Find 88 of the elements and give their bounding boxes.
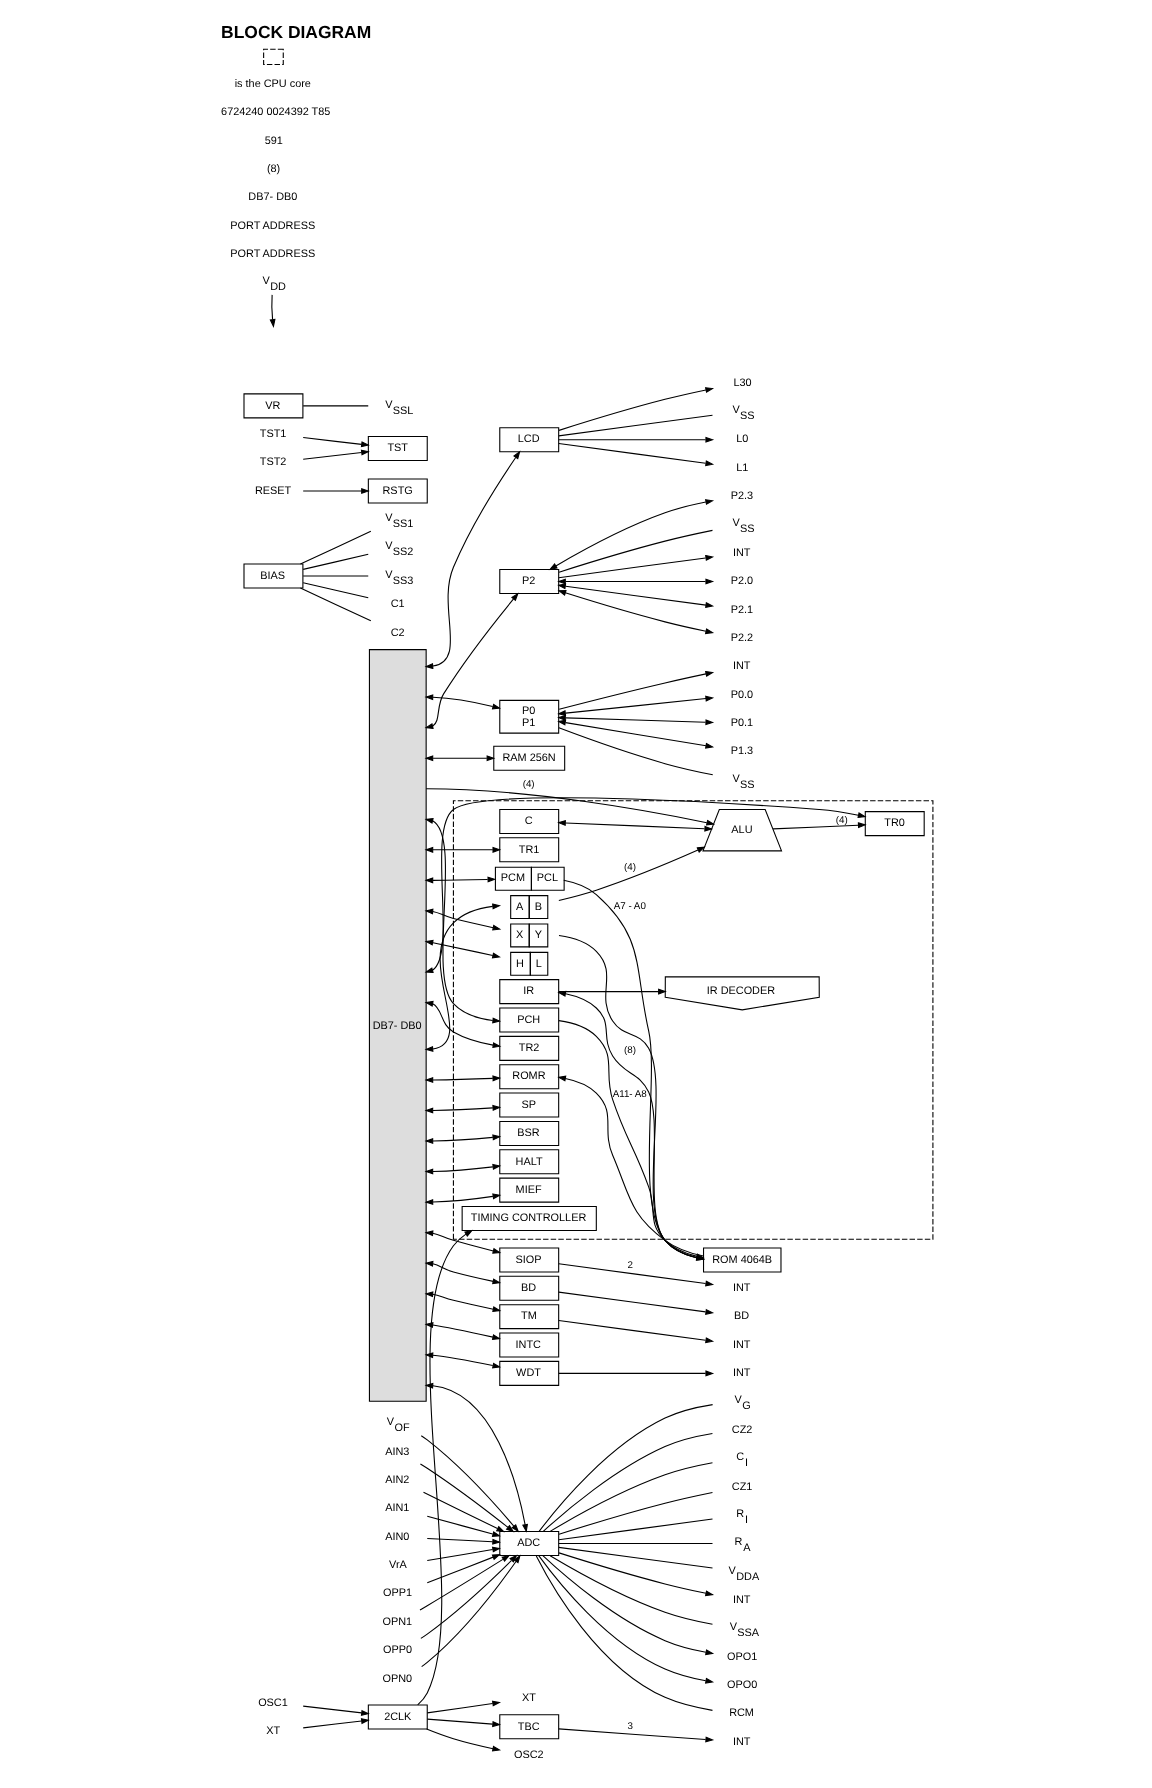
connector — [557, 1543, 713, 1545]
connector — [298, 587, 371, 622]
arrow — [557, 436, 714, 443]
arrow — [423, 908, 501, 931]
arrow — [556, 695, 714, 717]
connector — [541, 1432, 712, 1532]
arrow — [301, 1718, 369, 1729]
arrow — [425, 1700, 501, 1714]
arrow — [423, 846, 501, 853]
arrow — [423, 1382, 528, 1533]
diagram-title: BLOCK DIAGRAM — [220, 22, 371, 43]
arrow — [423, 450, 520, 670]
arrow — [421, 1491, 505, 1533]
arrow — [557, 1552, 714, 1597]
arrow — [537, 1555, 714, 1684]
arrow — [425, 1718, 501, 1728]
arrow — [557, 1263, 714, 1287]
arrow — [416, 1229, 473, 1706]
arrow — [771, 822, 866, 830]
connector — [557, 727, 713, 776]
arrow — [418, 1463, 514, 1533]
arrow — [557, 1728, 714, 1743]
arrow — [423, 592, 518, 729]
arrow — [423, 817, 501, 1024]
connector — [557, 1518, 713, 1541]
arrow — [423, 876, 496, 884]
arrow — [423, 1193, 501, 1206]
arrow — [423, 939, 500, 959]
arrow — [557, 443, 714, 467]
arrow — [556, 714, 714, 726]
arrow — [423, 1104, 501, 1114]
connector — [301, 575, 368, 577]
arrow — [423, 1291, 501, 1313]
arrow — [425, 1554, 500, 1584]
connector — [298, 530, 371, 565]
arrow — [423, 1230, 501, 1254]
arrow — [425, 1515, 500, 1537]
arrow — [301, 437, 369, 448]
connector — [557, 529, 713, 573]
connector — [548, 1462, 713, 1532]
arrow — [418, 1554, 510, 1611]
arrow — [301, 449, 369, 460]
arrow — [423, 1260, 501, 1285]
arrow — [419, 1554, 517, 1639]
arrow — [301, 487, 369, 494]
arrow — [556, 719, 714, 749]
arrow — [556, 590, 714, 635]
arrow — [547, 499, 714, 571]
arrow — [423, 755, 495, 762]
arrow — [556, 1075, 703, 1257]
arrow — [420, 1554, 520, 1668]
arrow — [557, 554, 714, 579]
arrow — [541, 1555, 714, 1656]
arrow — [557, 1370, 714, 1377]
arrow — [419, 1435, 519, 1533]
arrow — [423, 1322, 501, 1341]
arrow — [556, 819, 713, 832]
connector — [537, 1404, 713, 1532]
arrow — [423, 903, 501, 1052]
arrow — [423, 694, 500, 710]
connector — [301, 553, 368, 570]
arrow — [425, 1546, 501, 1562]
connector — [301, 582, 368, 599]
connector — [557, 414, 713, 437]
arrow — [301, 1705, 369, 1716]
arrow — [268, 294, 275, 328]
arrow — [557, 387, 714, 431]
connector — [301, 405, 368, 407]
arrow — [423, 797, 866, 974]
arrow — [423, 1163, 501, 1175]
arrow — [423, 1075, 501, 1083]
arrow — [423, 1000, 501, 1049]
arrow — [557, 988, 666, 995]
arrow — [557, 846, 705, 901]
arrow — [557, 1319, 714, 1344]
arrow — [423, 1134, 501, 1145]
arrow — [423, 1352, 501, 1369]
connector — [557, 1491, 713, 1535]
arrow — [425, 1537, 501, 1545]
arrow — [556, 583, 714, 609]
connector — [534, 1555, 712, 1711]
connector — [548, 1555, 713, 1625]
arrow — [556, 578, 714, 585]
connector — [557, 1546, 713, 1569]
arrow — [425, 1728, 501, 1752]
arrow — [424, 788, 715, 826]
arrow — [557, 1291, 714, 1315]
arrow — [557, 670, 714, 710]
